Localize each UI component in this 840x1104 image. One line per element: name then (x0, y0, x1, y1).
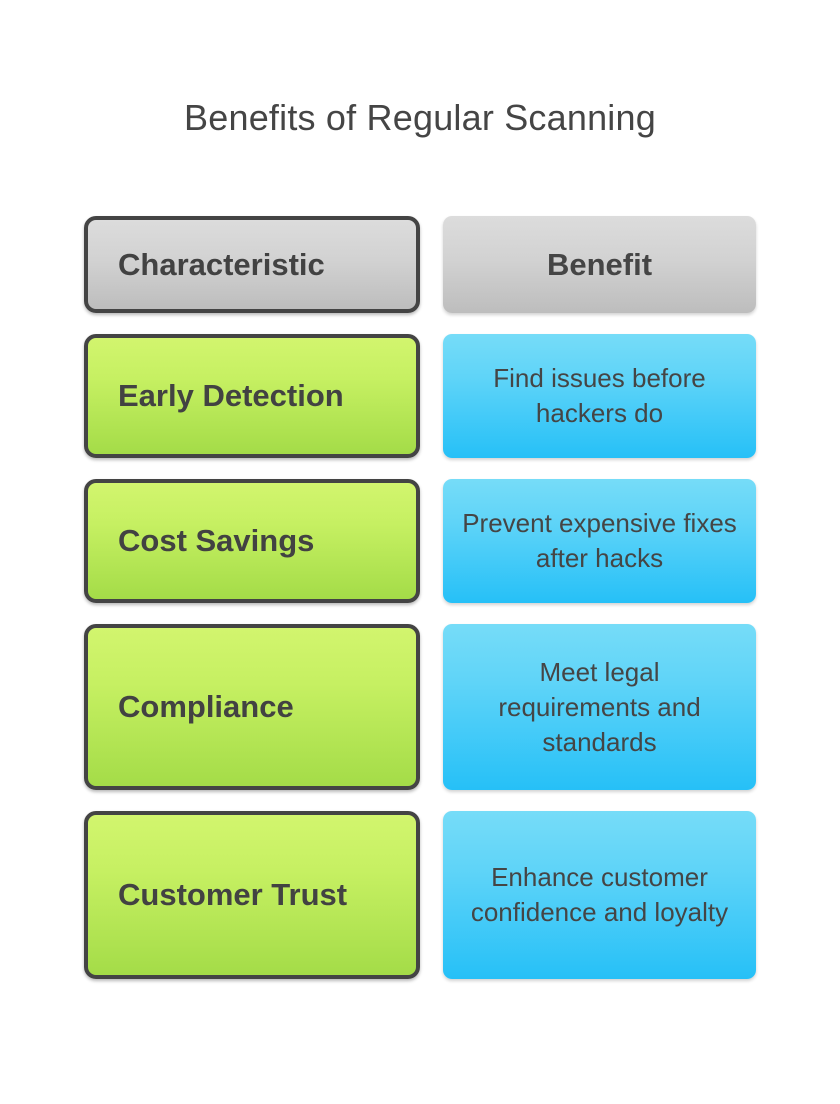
benefit-cell: Enhance customer confidence and loyalty (443, 811, 756, 979)
header-cell-benefit: Benefit (443, 216, 756, 313)
page-title: Benefits of Regular Scanning (184, 97, 656, 138)
characteristic-cell: Customer Trust (84, 811, 420, 979)
benefit-cell: Find issues before hackers do (443, 334, 756, 458)
table-row: Early Detection Find issues before hacke… (84, 334, 756, 458)
benefit-cell: Meet legal requirements and standards (443, 624, 756, 790)
benefit-cell: Prevent expensive fixes after hacks (443, 479, 756, 603)
benefits-table: Characteristic Benefit Early Detection F… (84, 216, 756, 979)
characteristic-cell: Cost Savings (84, 479, 420, 603)
table-row: Customer Trust Enhance customer confiden… (84, 811, 756, 979)
table-row: Compliance Meet legal requirements and s… (84, 624, 756, 790)
table-row: Cost Savings Prevent expensive fixes aft… (84, 479, 756, 603)
characteristic-cell: Early Detection (84, 334, 420, 458)
table-header-row: Characteristic Benefit (84, 216, 756, 313)
header-cell-characteristic: Characteristic (84, 216, 420, 313)
characteristic-cell: Compliance (84, 624, 420, 790)
